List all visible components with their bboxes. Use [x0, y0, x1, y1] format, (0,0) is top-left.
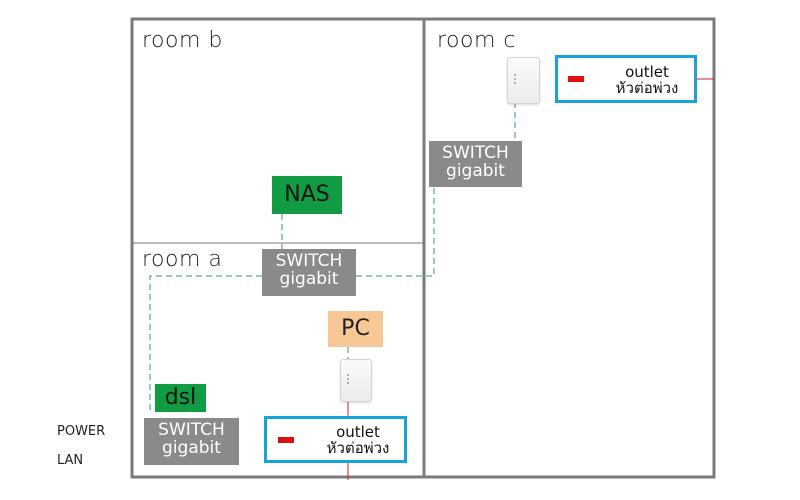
- switch-room-c: SWITCH gigabit: [429, 141, 522, 187]
- adapter-led: [514, 82, 516, 84]
- outlet-room-c-line2: หัวต่อพ่วง: [615, 79, 679, 97]
- adapter-led: [514, 78, 516, 80]
- switch-dsl: SWITCH gigabit: [144, 418, 239, 465]
- switch-room-c-line1: SWITCH: [442, 143, 509, 163]
- switch-room-a-line1: SWITCH: [275, 251, 343, 271]
- switch-room-c-line2: gigabit: [446, 161, 505, 181]
- lan-switch-a-to-switch-c: [356, 187, 435, 277]
- powerline-adapter-room-a: [340, 359, 372, 402]
- outlet-room-c-line1: outlet: [625, 63, 669, 81]
- switch-room-a-line2: gigabit: [279, 269, 339, 289]
- adapter-led: [514, 74, 516, 76]
- adapter-led: [347, 374, 349, 376]
- outlet-room-a-line2: หัวต่อพ่วง: [326, 439, 390, 457]
- switch-dsl-line1: SWITCH: [158, 420, 225, 440]
- outlet-marker: [278, 437, 294, 443]
- legend-lan: LAN: [57, 453, 84, 468]
- outlet-room-a-line1: outlet: [336, 423, 380, 441]
- nas-device: NAS: [272, 176, 342, 214]
- pc-device: PC: [328, 311, 383, 347]
- adapter-led: [347, 378, 349, 380]
- outlet-room-c-text: outlet หัวต่อพ่วง: [600, 64, 694, 96]
- powerline-adapter-room-c: [507, 57, 540, 104]
- nas-label: NAS: [284, 182, 330, 207]
- switch-dsl-line2: gigabit: [162, 438, 221, 458]
- room-a-label: room a: [142, 247, 223, 272]
- outlet-room-a: outlet หัวต่อพ่วง: [264, 416, 407, 463]
- outlet-room-a-text: outlet หัวต่อพ่วง: [311, 424, 405, 456]
- dsl-label: dsl: [164, 385, 197, 410]
- adapter-led: [347, 382, 349, 384]
- switch-room-a: SWITCH gigabit: [262, 249, 356, 296]
- lan-switch-a-to-dsl: [149, 275, 262, 412]
- legend-power: POWER: [57, 424, 106, 439]
- room-c-label: room c: [437, 28, 517, 53]
- pc-label: PC: [341, 316, 370, 341]
- outlet-marker: [568, 76, 584, 82]
- dsl-device: dsl: [155, 384, 206, 412]
- outlet-room-c: outlet หัวต่อพ่วง: [555, 55, 697, 103]
- room-b-label: room b: [142, 28, 223, 53]
